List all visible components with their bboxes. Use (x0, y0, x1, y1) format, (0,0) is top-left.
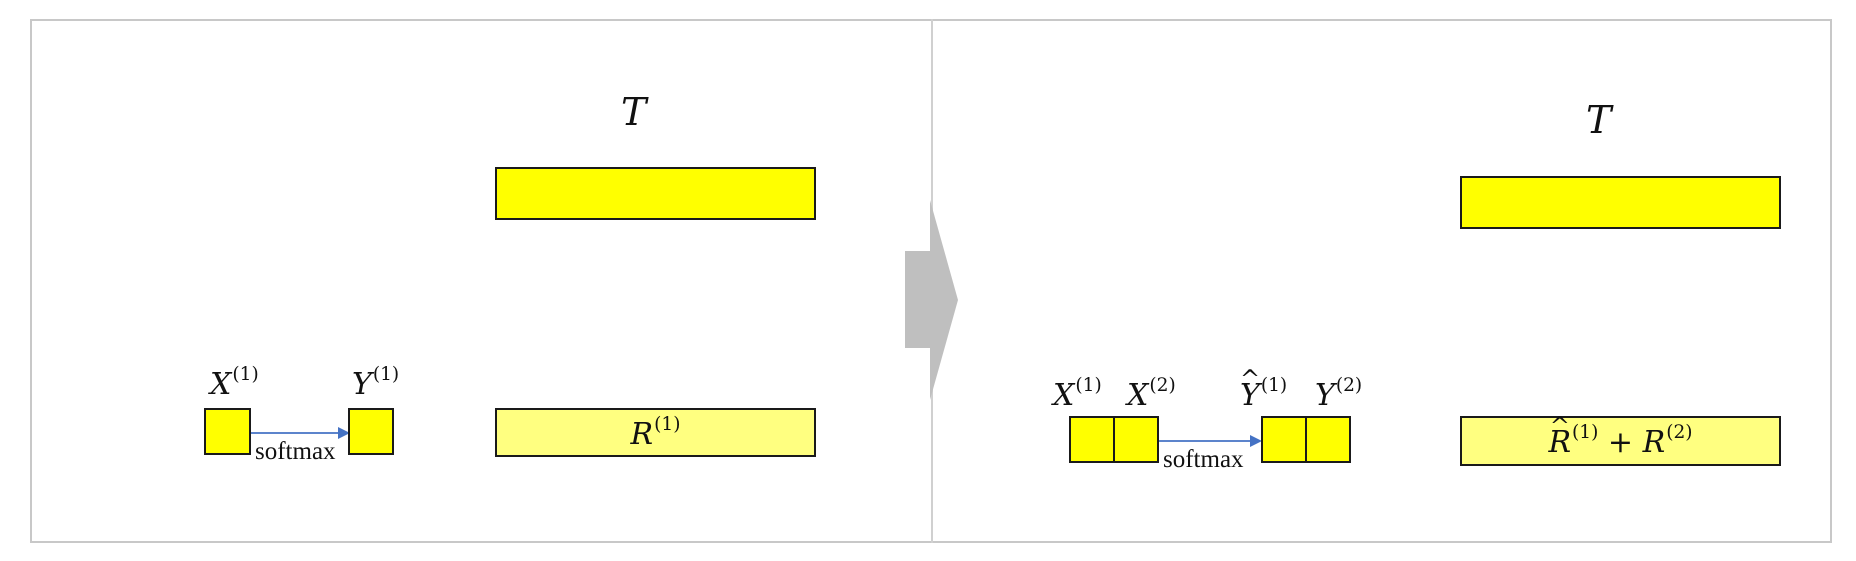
right-x1-label: X(1) (1053, 375, 1102, 413)
left-x-cell (204, 408, 251, 455)
left-x-label: X(1) (210, 364, 259, 402)
right-r-bar: ^R(1) + R(2) (1460, 411, 1781, 466)
left-y-cell (348, 408, 394, 455)
right-softmax-label: softmax (1163, 446, 1244, 473)
left-softmax-label: softmax (255, 438, 336, 465)
left-y-label: Y(1) (352, 364, 400, 402)
left-softmax-arrow (249, 427, 350, 439)
right-yhat-label: ^Y(1) (1240, 364, 1288, 413)
left-r-bar: R(1) (495, 408, 816, 457)
right-yhat-cell (1261, 416, 1307, 463)
right-softmax-arrow (1158, 435, 1262, 447)
right-r-label: ^R(1) + R(2) (1548, 411, 1693, 460)
right-y2-label: Y(2) (1315, 375, 1363, 413)
right-t-bar (1460, 176, 1781, 229)
right-x2-label: X(2) (1127, 375, 1176, 413)
right-y2-cell (1305, 416, 1351, 463)
left-t-bar (495, 167, 816, 220)
left-t-label: T (621, 90, 647, 134)
right-x1-cell (1069, 416, 1115, 463)
right-t-label: T (1586, 98, 1612, 142)
right-x2-cell (1113, 416, 1159, 463)
left-r-label: R(1) (630, 413, 681, 452)
